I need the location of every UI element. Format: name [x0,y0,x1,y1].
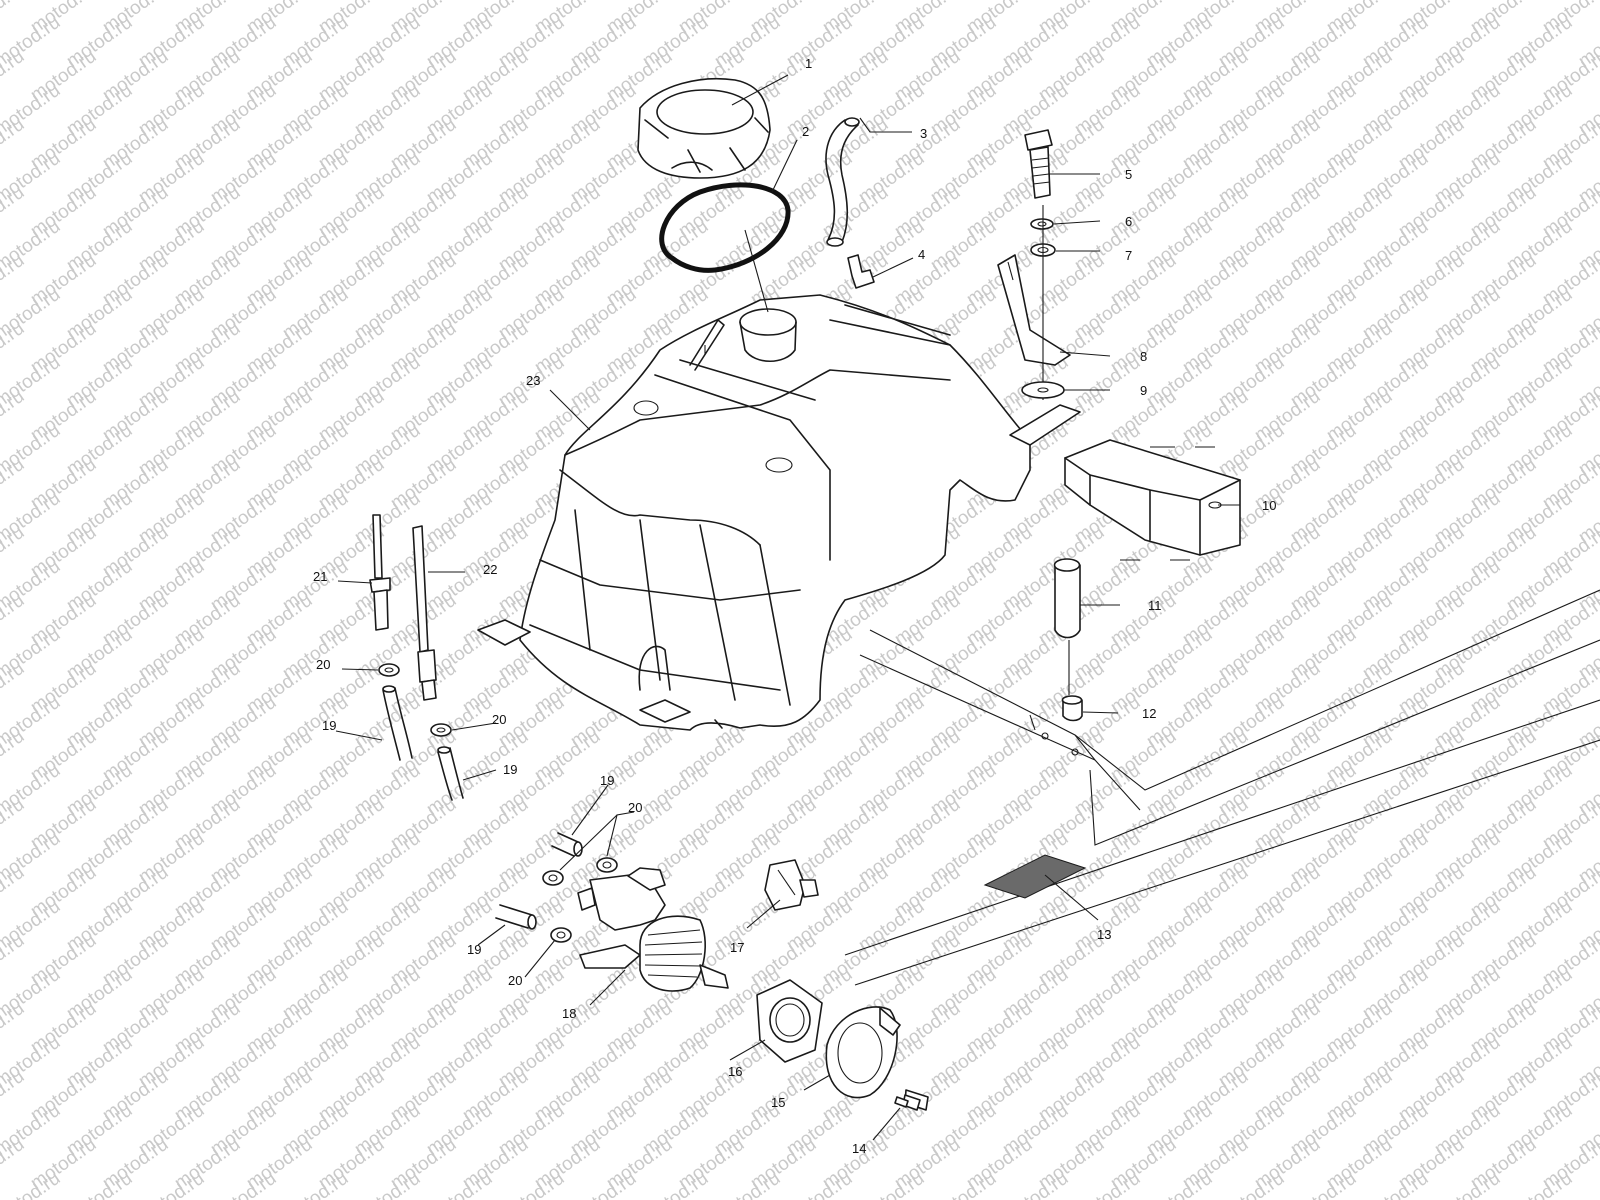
hose-clamp-part-20b [430,723,452,737]
fuel-pickup-part-21 [369,514,391,631]
bushing-part-12 [1061,695,1083,722]
watermark-text: motod.ru [1359,1168,1432,1200]
callout-18: 18 [562,1006,576,1021]
watermark-text: motod.ru [927,1168,1000,1200]
callout-5: 5 [1125,167,1132,182]
decal-part-13 [983,854,1087,899]
callout-15: 15 [771,1095,785,1110]
callout-14: 14 [852,1141,866,1156]
callout-21: 21 [313,569,327,584]
watermark-text: motod.ru [207,1168,280,1200]
washer-part-9 [1021,381,1065,399]
watermark-text: motod.ru [135,1168,208,1200]
watermark-text: motod.ru [1143,1168,1216,1200]
watermark-text: motod.ru [999,1168,1072,1200]
callout-9: 9 [1140,383,1147,398]
callout-1: 1 [805,56,812,71]
callout-20b: 20 [492,712,506,727]
panel-nut-part-16 [756,979,823,1063]
hose-clamp-part-20c [596,857,618,873]
watermark-text: motod.ru [351,1168,424,1200]
callout-7: 7 [1125,248,1132,263]
watermark-text: motod.ru [1215,1168,1288,1200]
fuel-hose-part-19a [382,685,413,761]
hose-clamp-part-20e [550,927,572,943]
callout-13: 13 [1097,927,1111,942]
mount-clip-part-17 [764,859,819,911]
fuel-hose-part-19d [495,904,537,930]
hose-clamp-part-20d [542,870,564,886]
watermark-text: motod.ru [423,1168,496,1200]
watermark-text: motod.ru [1287,1168,1360,1200]
callout-17: 17 [730,940,744,955]
callout-23: 23 [526,373,540,388]
watermark-text: motod.ru [1071,1168,1144,1200]
callout-labels: 1 2 3 4 5 6 7 8 9 10 11 12 13 14 15 16 1… [313,56,1276,1156]
callout-11: 11 [1148,598,1162,613]
watermark-text: motod.ru [1431,1168,1504,1200]
mount-plate-part-15 [825,1006,901,1099]
watermark-text: motod.ru [63,1168,136,1200]
callout-4: 4 [918,247,925,262]
support-block-part-10 [1064,439,1241,561]
leader-lines [335,74,1240,1141]
leader-2-axis [744,229,769,313]
callout-20a: 20 [316,657,330,672]
chassis-frame-rail [844,589,1600,986]
watermark-text: motod.ru [567,1168,640,1200]
watermark-text: motod.ru [495,1168,568,1200]
watermark-text: motod.ru [279,1168,352,1200]
bolt-part-5 [1024,129,1053,199]
callout-10: 10 [1262,498,1276,513]
vent-elbow-part-4 [847,254,875,289]
callout-19c: 19 [600,773,614,788]
fuel-pickup-part-22 [412,525,437,701]
screw-part-14 [894,1089,929,1111]
watermark-text: motod.ru [639,1168,712,1200]
watermark-text: motod.ru [783,1168,856,1200]
watermark-text: motod.ru [1503,1168,1576,1200]
bracket-part-8 [997,254,1071,366]
filler-cap-part-1 [637,77,771,179]
callout-3: 3 [920,126,927,141]
callout-22: 22 [483,562,497,577]
spacer-part-11 [1053,558,1081,639]
callout-19a: 19 [322,718,336,733]
lock-washer-part-6 [1030,218,1054,230]
callout-20c: 20 [628,800,642,815]
o-ring-part-2 [659,182,791,273]
callout-2: 2 [802,124,809,139]
fuel-tank-part-23 [477,294,1081,731]
fuel-valve-part-18 [577,867,729,992]
callout-8: 8 [1140,349,1147,364]
callout-19b: 19 [503,762,517,777]
vent-hose-part-3 [825,117,860,247]
callout-19d: 19 [467,942,481,957]
hose-clamp-part-20a [378,663,400,677]
fuel-hose-part-19b [437,746,464,801]
watermark-text: motod.ru [1575,0,1600,4]
callout-20d: 20 [508,973,522,988]
callout-6: 6 [1125,214,1132,229]
watermark-text: motod.ru [855,1168,928,1200]
callout-16: 16 [728,1064,742,1079]
watermark-text: motod.ru [711,1168,784,1200]
callout-12: 12 [1142,706,1156,721]
